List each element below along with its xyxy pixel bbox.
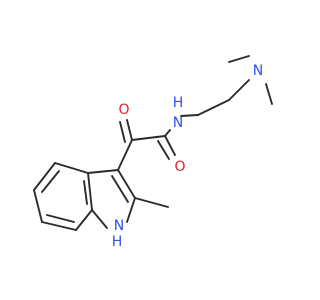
bond-c2-methyl [134,197,169,208]
bond-c5-c6 [33,189,43,223]
bond-c4-c5-inner [41,170,60,193]
bond-n-methyl-1 [228,55,250,63]
molecule-structure: N N H O O N H [33,55,273,250]
bond-c3a-c7a [87,172,93,211]
atom-o-amide: O [174,159,185,175]
bond-c-amide-o-a [164,135,176,156]
atom-n-amide: N [173,115,183,131]
bond-c2-nh [126,197,136,223]
bond-n-methyl-2 [265,83,273,105]
bond-c4-c5 [33,162,56,191]
atom-n-dimethylamino: N [253,63,263,79]
bond-c3a-c4 [54,162,89,174]
atom-o-keto: O [118,102,129,118]
bond-c3-c3a [87,169,119,174]
bond-c3-c2-a [117,169,136,199]
bond-c6-c7-inner [46,214,75,223]
bond-c-c [131,135,166,141]
bond-c6-c7 [41,221,77,231]
bond-ch2-ch2 [197,99,230,116]
bond-nh-c-amide [164,129,171,137]
bond-c-keto-o-a [126,119,133,141]
bond-nh-c7a [91,209,108,229]
molecule-canvas: N N H O O N H [33,55,273,250]
bond-c-keto-o-b [119,121,126,143]
bonds [33,55,273,231]
atom-labels: N N H O O N H [112,63,264,250]
bond-c7-c7a [75,209,93,231]
bond-ch2-nh [180,114,199,117]
atom-n-indole: N [114,218,124,234]
atom-h-amide: H [173,95,184,111]
bond-c3a-c7a-inner [83,180,88,205]
bond-c-amide-o-b [157,140,170,160]
bond-c3-c2-b [111,175,129,203]
bond-keto-c3 [117,139,133,171]
bond-n-ch2 [228,79,250,101]
atom-h-indole: H [112,234,123,250]
